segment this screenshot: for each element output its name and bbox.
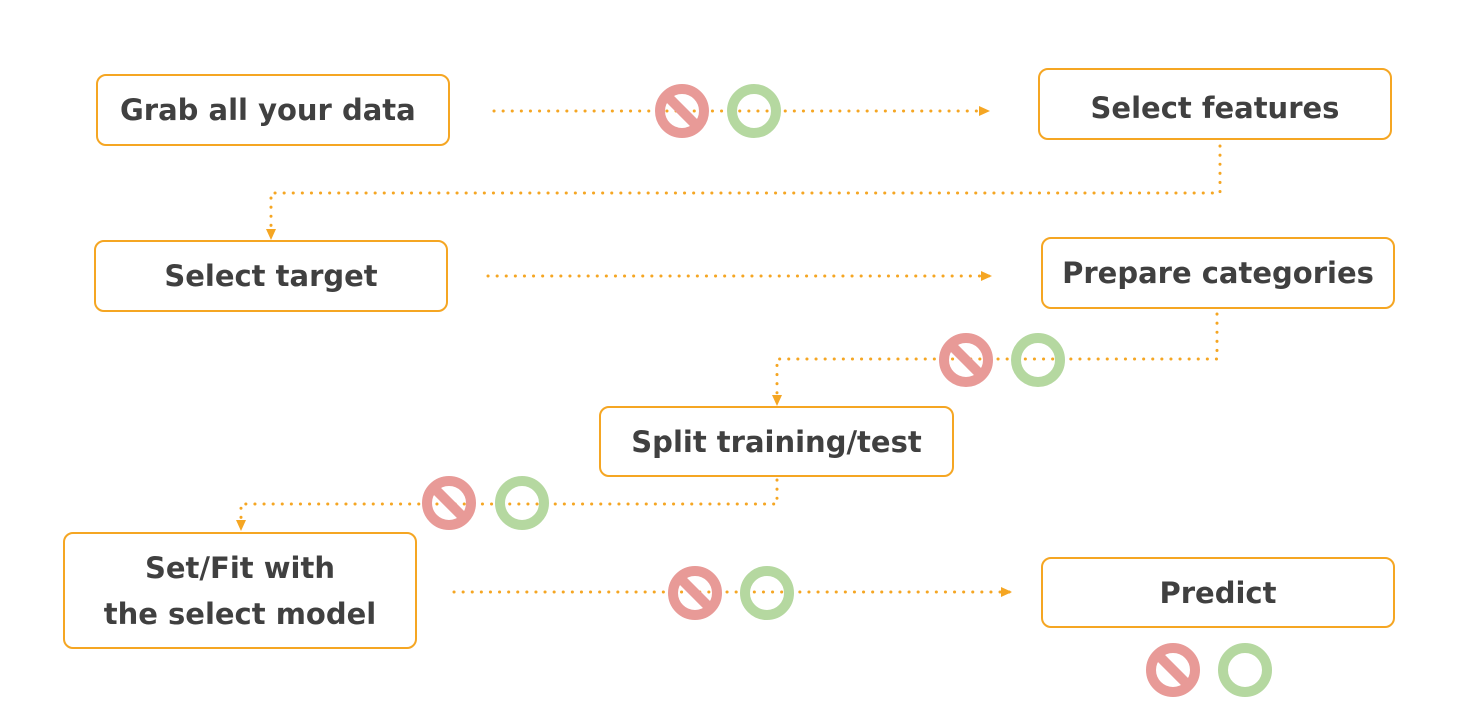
ring-icon	[495, 476, 549, 530]
ring-icon	[727, 84, 781, 138]
step-prepare-categories: Prepare categories	[1041, 237, 1395, 309]
step-grab-all-your-data: Grab all your data	[96, 74, 450, 146]
step-set-fit-model: Set/Fit with the select model	[63, 532, 417, 649]
no-entry-icon	[655, 84, 709, 138]
no-entry-icon	[668, 566, 722, 620]
ring-icon	[1011, 333, 1065, 387]
ring-icon	[1218, 643, 1272, 697]
no-entry-icon	[939, 333, 993, 387]
no-entry-icon	[422, 476, 476, 530]
arrow-categories-to-split	[772, 312, 1219, 406]
step-select-features: Select features	[1038, 68, 1392, 140]
arrow-split-to-fit	[236, 478, 779, 531]
arrow-features-to-target	[266, 144, 1222, 240]
ring-icon	[740, 566, 794, 620]
step-select-target: Select target	[94, 240, 448, 312]
step-split-training-test: Split training/test	[599, 406, 954, 477]
no-entry-icon	[1146, 643, 1200, 697]
step-predict: Predict	[1041, 557, 1395, 628]
